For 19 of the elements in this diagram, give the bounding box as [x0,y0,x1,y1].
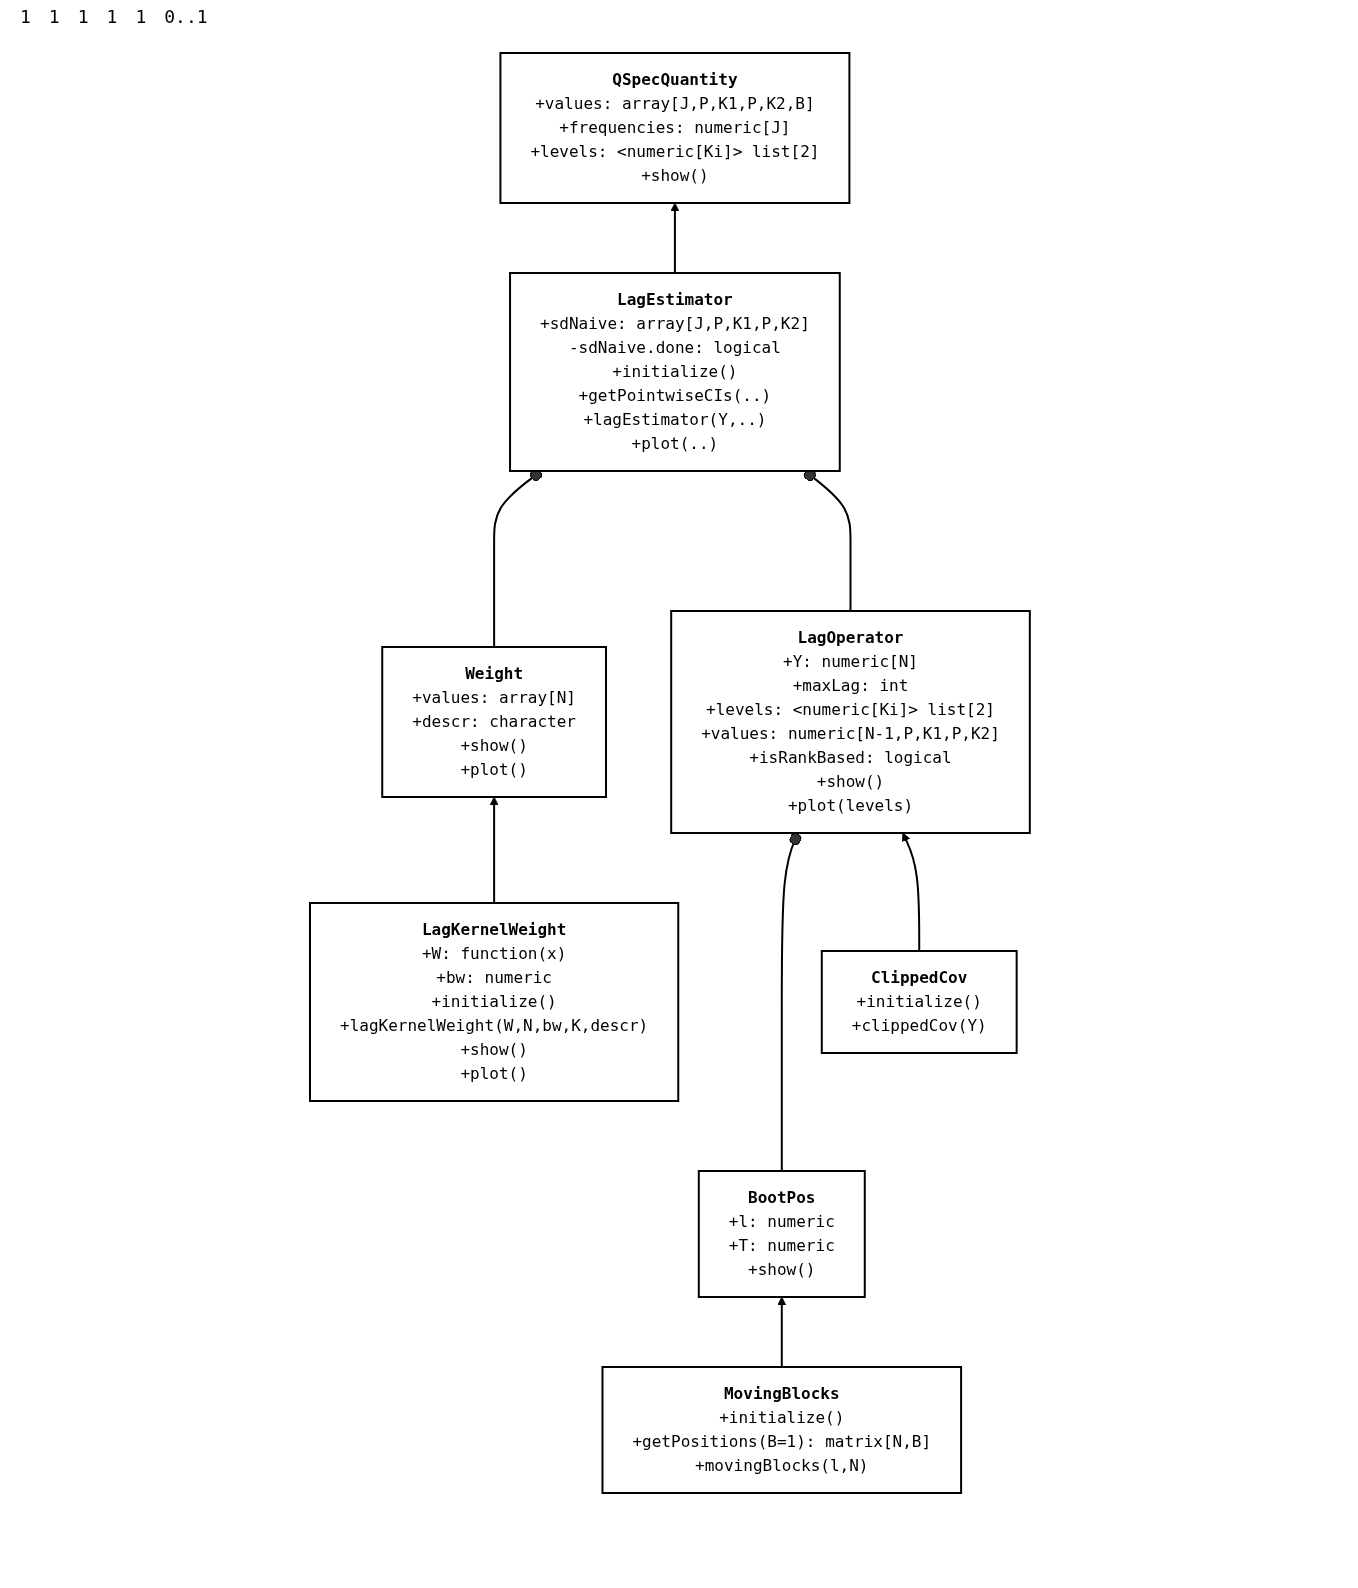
arrow [489,796,499,904]
node-box: BootPos +l: numeric +T: numeric +show() [697,1170,866,1298]
node-box: MovingBlocks +initialize() +getPositions(B=1): matrix[N,B] +movingBlocks(l,N) [601,1366,963,1494]
multiplicity-label: 0..1 [164,6,208,27]
multiplicity-label: 1 [135,6,147,27]
node-box: LagKernelWeight +W: function(x) +bw: numeric +initialize() +lagKernelWeight(W,N,bw,K,descr) +show() +plot() [309,902,680,1102]
node-box: LagOperator +Y: numeric[N] +maxLag: int +levels: <numeric[Ki]> list[2] +values: numeric[N-1,P,K1,P,K2] +isRankBased: logical +show() +plot(levels) [670,610,1031,834]
multiplicity-label: 1 [48,6,60,27]
node-box: LagEstimator +sdNaive: array[J,P,K1,P,K2] -sdNaive.done: logical +initialize() +getPointwiseCIs(..) +lagEstimator(Y,..) +plot(..) [509,272,841,472]
node-box: QSpecQuantity +values: array[J,P,K1,P,K2,B] +frequencies: numeric[J] +levels: <numeric[Ki]> list[2] +show() [499,52,851,204]
multiplicity-label: 1 [106,6,118,27]
connector [780,832,802,1172]
node-box: Weight +values: array[N] +descr: character +show() +plot() [381,646,608,798]
arrow [902,832,921,952]
multiplicity-label: 1 [77,6,89,27]
arrow [777,1296,787,1368]
multiplicity-label: 1 [20,6,31,27]
arrow [670,202,680,274]
node-box: ClippedCov +initialize() +clippedCov(Y) [820,950,1018,1054]
